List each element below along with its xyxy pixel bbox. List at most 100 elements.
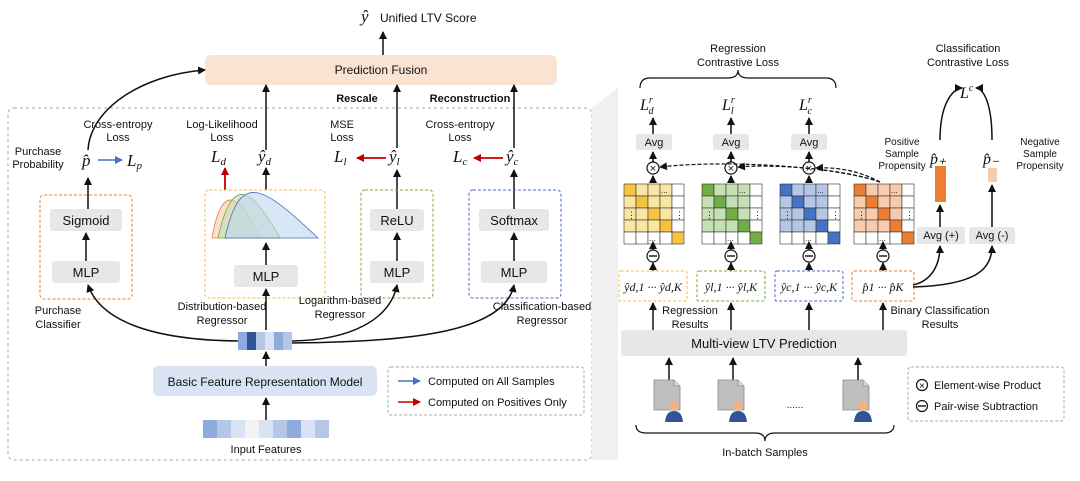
otimes-d: × — [646, 161, 660, 175]
matrix-p-hdots: ... — [891, 186, 898, 195]
input-features-vector — [203, 420, 329, 438]
matrix-p: ...⋮⋮... — [853, 183, 915, 245]
matrix-c-cell — [803, 183, 817, 197]
matrix-l-cell — [749, 231, 763, 245]
matrix-d-vdots: ⋮ — [627, 210, 636, 220]
mlp-label-distribution: MLP — [253, 269, 280, 284]
legend-product-label: Element-wise Product — [934, 380, 1041, 392]
relu-label: ReLU — [380, 213, 413, 228]
matrix-d-cell — [635, 231, 649, 245]
mlp-box-distribution — [234, 265, 298, 287]
purchase-classifier-box — [39, 194, 133, 300]
matrix-p-cell — [853, 183, 867, 197]
legend-positives-only: Computed on Positives Only — [428, 397, 567, 409]
matrix-d-hdots-bottom: ... — [649, 234, 656, 243]
matrix-l-cell — [725, 207, 739, 221]
matrix-p-vdots-right: ⋮ — [905, 210, 914, 220]
y-c-sub: c — [514, 156, 519, 168]
dashed-arrow-to-c — [815, 163, 881, 183]
matrix-d-hdots: ... — [661, 186, 668, 195]
matrix-l-cell — [701, 183, 715, 197]
regression-contrastive-brace — [639, 69, 837, 89]
mlp-box-logarithm — [370, 261, 424, 283]
matrix-d-cell — [623, 231, 637, 245]
inbatch-brace — [635, 424, 895, 442]
left-legend-box — [387, 366, 585, 416]
matrix-c-cell — [791, 207, 805, 221]
result-box-d — [618, 270, 688, 302]
matrix-c-cell — [791, 195, 805, 209]
matrix-d-vdots-right: ⋮ — [675, 210, 684, 220]
matrix-p-cell — [865, 207, 879, 221]
regression-results-label-2: Results — [672, 319, 709, 331]
purchase-classifier-label-2: Classifier — [35, 319, 81, 331]
unified-ltv-score-label: Unified LTV Score — [380, 11, 477, 25]
ominus-p — [876, 249, 890, 263]
matrix-p-cell — [865, 219, 879, 233]
matrix-d-cell — [623, 183, 637, 197]
matrix-d-cell — [671, 231, 685, 245]
matrix-p-cell — [853, 195, 867, 209]
loss-p-base: L — [126, 151, 136, 170]
sigmoid-box — [50, 209, 122, 231]
dist-regressor-label-2: Regressor — [197, 315, 248, 327]
matrix-l-cell — [737, 231, 751, 245]
pairwise-matrices: ...⋮⋮......⋮⋮......⋮⋮......⋮⋮... — [623, 183, 915, 245]
reconstruction-label: Reconstruction — [430, 93, 511, 105]
matrix-d-cell — [671, 183, 685, 197]
prediction-fusion-box — [205, 55, 557, 85]
matrix-l-cell — [713, 231, 727, 245]
avg-plus-label: Avg (+) — [923, 230, 959, 242]
loss-c-symbol: Lc — [452, 147, 467, 168]
matrix-c-cell — [779, 219, 793, 233]
svg-text:×: × — [728, 163, 734, 175]
matrix-p-cell — [877, 183, 891, 197]
shared-embedding-vector — [238, 332, 292, 350]
matrix-p-cell — [877, 207, 891, 221]
matrix-d-cell — [671, 195, 685, 209]
relu-box — [370, 209, 424, 231]
L-r-d-sub: d — [648, 106, 654, 117]
matrix-c-cell — [791, 183, 805, 197]
result-d: ŷd,1 ··· ŷd,K — [623, 280, 683, 294]
purchase-prob-label-2: Probability — [12, 159, 64, 171]
matrix-c-cell — [803, 219, 817, 233]
avg-label-d: Avg — [645, 137, 664, 149]
matrix-l-hdots: ... — [739, 186, 746, 195]
embed-to-purchase-arrow — [86, 284, 239, 342]
svg-text:×: × — [650, 163, 656, 175]
avg-label-c: Avg — [800, 137, 819, 149]
matrix-p-cell — [901, 183, 915, 197]
L-c: Lc — [959, 83, 974, 102]
purchase-loss-label-2: Loss — [106, 132, 130, 144]
avg-minus-box — [969, 227, 1015, 244]
matrix-d-cell — [647, 207, 661, 221]
multiview-label: Multi-view LTV Prediction — [691, 336, 837, 351]
ominus-c — [802, 249, 816, 263]
negative-label-2: Sample — [1023, 149, 1057, 160]
log-loss-label-1: MSE — [330, 119, 354, 131]
loss-d-symbol: Ld — [210, 147, 226, 168]
p-hat-symbol: p̂ — [81, 151, 91, 170]
avg-label-l: Avg — [722, 137, 741, 149]
classification-regressor-box — [468, 189, 562, 299]
cls-loss-label-2: Loss — [448, 132, 472, 144]
L-r-d-base: L — [639, 97, 649, 114]
regression-contrastive-label-2: Contrastive Loss — [697, 57, 779, 69]
matrix-c-cell — [803, 207, 817, 221]
matrix-c-cell — [827, 219, 841, 233]
y-d-sub: d — [266, 156, 272, 168]
prediction-fusion-label: Prediction Fusion — [335, 63, 428, 77]
matrix-c-cell — [779, 195, 793, 209]
negative-propensity-bar — [988, 168, 997, 182]
matrix-l-cell — [737, 207, 751, 221]
sigmoid-label: Sigmoid — [63, 213, 110, 228]
matrix-l-cell — [725, 219, 739, 233]
y-l-symbol: ŷl — [387, 147, 400, 168]
rescale-label: Rescale — [336, 93, 378, 105]
matrix-c-cell — [827, 231, 841, 245]
matrix-d-cell — [659, 231, 673, 245]
positive-label-2: Sample — [885, 149, 919, 160]
matrix-p-cell — [889, 231, 903, 245]
